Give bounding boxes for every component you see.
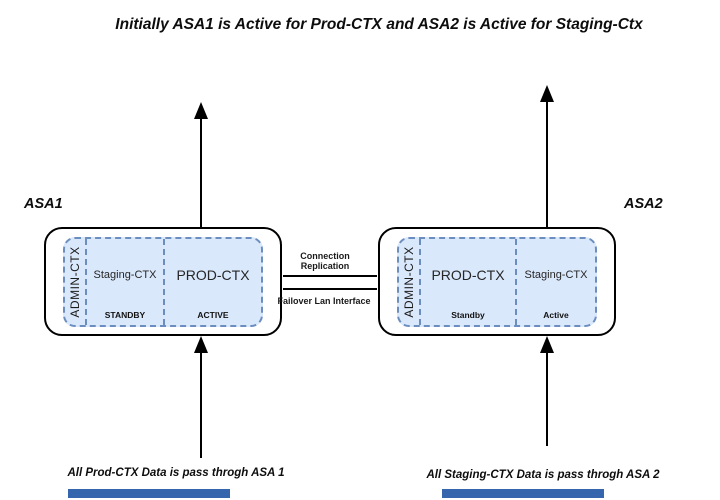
asa1-top-arrow-line [200, 117, 202, 227]
failover-lan-interface-label: Failover Lan Interface [277, 296, 371, 306]
context-state: STANDBY [104, 310, 146, 320]
failover-link-line-bottom [283, 288, 377, 290]
context-name: PROD-CTX [431, 266, 505, 283]
context-name: Staging-CTX [93, 268, 157, 281]
asa1-context-cell-prod: PROD-CTX ACTIVE [163, 239, 261, 325]
asa1-admin-context-label: ADMIN-CTX [68, 246, 82, 318]
asa1-admin-context-cell: ADMIN-CTX [65, 239, 85, 325]
context-name: PROD-CTX [176, 266, 250, 283]
asa2-top-arrow-line [546, 100, 548, 227]
connection-replication-line2: Replication [300, 261, 350, 271]
asa1-context-cell-staging: Staging-CTX STANDBY [85, 239, 163, 325]
asa1-label: ASA1 [24, 196, 63, 212]
diagram-title: Initially ASA1 is Active for Prod-CTX an… [115, 16, 643, 33]
asa2-label: ASA2 [624, 196, 663, 212]
connection-replication-line1: Connection [300, 251, 350, 261]
asa1-bottom-arrowhead-up-icon [194, 336, 208, 353]
asa2-bottom-arrow-line [546, 351, 548, 446]
asa1-top-arrowhead-up-icon [194, 102, 208, 119]
asa2-caption: All Staging-CTX Data is pass throgh ASA … [426, 469, 660, 481]
asa2-appliance: ADMIN-CTX PROD-CTX Standby Staging-CTX A… [378, 227, 616, 336]
asa2-context-group: ADMIN-CTX PROD-CTX Standby Staging-CTX A… [397, 237, 597, 327]
asa1-caption: All Prod-CTX Data is pass throgh ASA 1 [67, 467, 285, 479]
connection-replication-label: Connection Replication [279, 251, 371, 271]
context-state: Active [543, 310, 569, 320]
asa2-context-cell-prod: PROD-CTX Standby [419, 239, 515, 325]
failover-link-line-top [283, 275, 377, 277]
context-state: ACTIVE [197, 310, 229, 320]
asa2-admin-context-label: ADMIN-CTX [402, 246, 416, 318]
asa1-caption-bar [68, 489, 230, 498]
context-state: Standby [451, 310, 485, 320]
asa1-bottom-arrow-line [200, 351, 202, 458]
asa2-top-arrowhead-up-icon [540, 85, 554, 102]
asa2-admin-context-cell: ADMIN-CTX [399, 239, 419, 325]
asa1-appliance: ADMIN-CTX Staging-CTX STANDBY PROD-CTX A… [44, 227, 282, 336]
asa2-bottom-arrowhead-up-icon [540, 336, 554, 353]
context-name: Staging-CTX [524, 268, 588, 281]
asa2-context-cell-staging: Staging-CTX Active [515, 239, 595, 325]
asa2-caption-bar [442, 489, 604, 498]
asa1-context-group: ADMIN-CTX Staging-CTX STANDBY PROD-CTX A… [63, 237, 263, 327]
